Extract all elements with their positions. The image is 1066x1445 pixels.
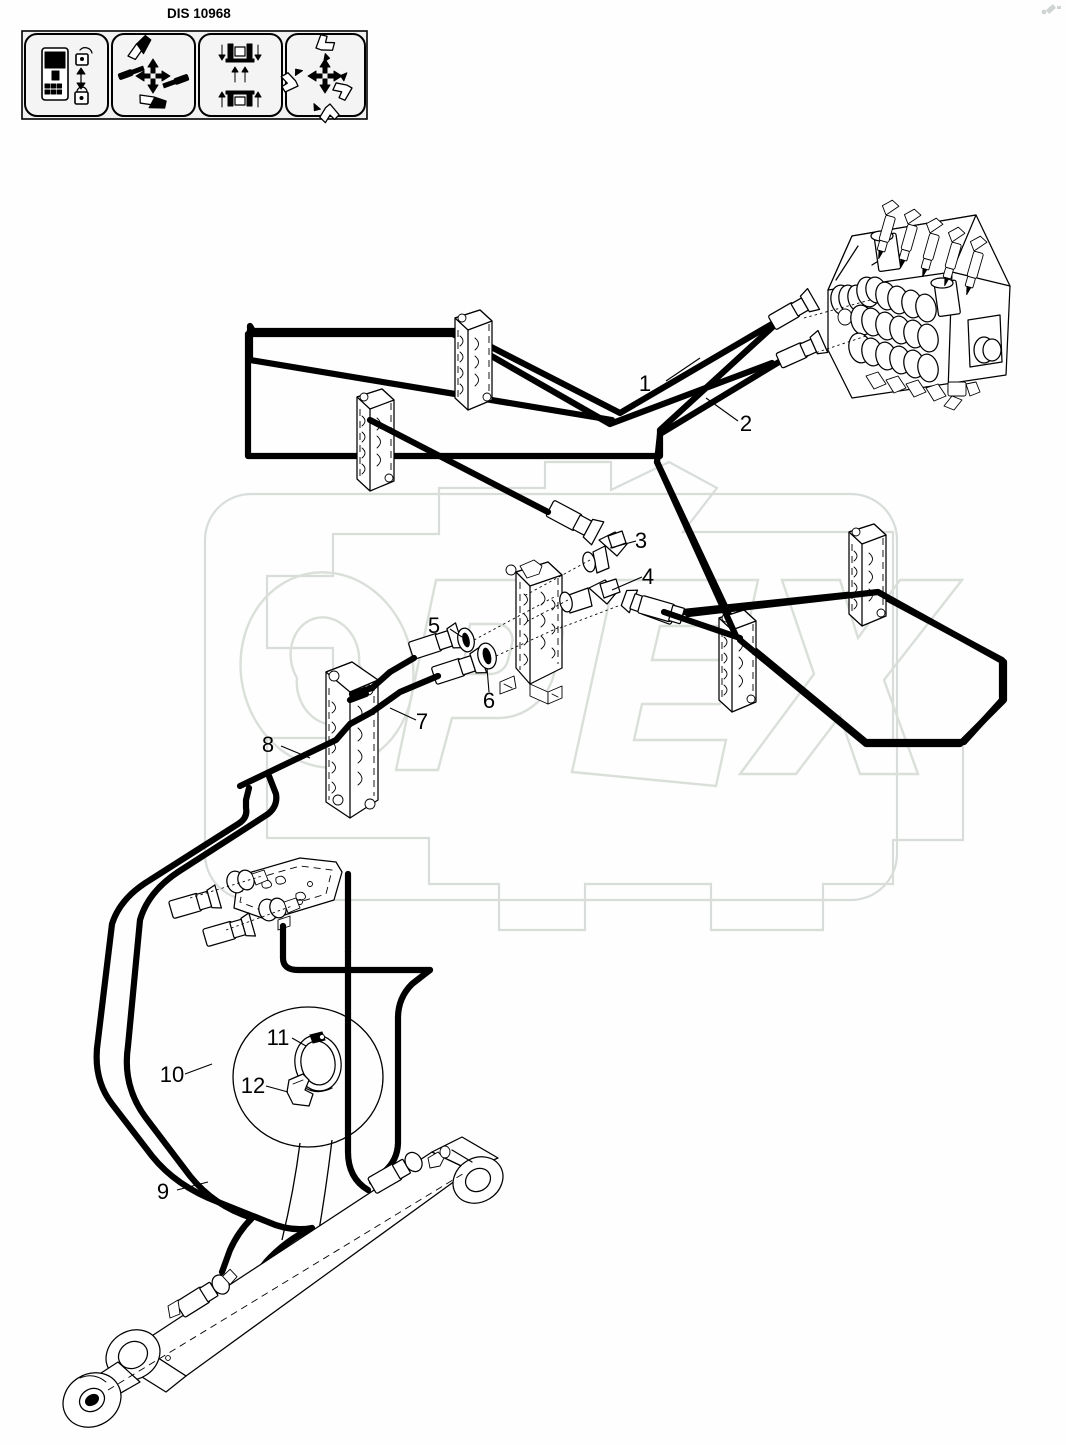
coupler-fitting-valve-1 [768,287,821,330]
callout-10: 10 [160,1062,184,1087]
cylinder-port-fitting-rod [175,1268,238,1318]
page-title: DIS 10968 [167,6,231,21]
callout-8: 8 [262,732,274,757]
panel-1-control-keypad-lock-icon[interactable] [24,33,109,117]
hose-clamp-block-center-right [718,609,757,713]
hose-clamp-ring [294,1031,342,1093]
nut-fitting-6 [477,642,497,670]
hose-clamp-block-right-upper [848,523,887,627]
corner-mark-icon [1041,4,1061,15]
manifold-fitting-upper [226,869,269,894]
hose-clamp-block-center-left [325,661,379,819]
nut-fitting-5 [457,627,475,653]
callout-12: 12 [241,1073,265,1098]
leader-line-group [176,357,739,1191]
hose-clamp-block-upper-mid [454,309,493,411]
coupler-fitting-mid-upper [545,500,605,546]
elbow-fitting-4 [559,578,621,614]
callout-7: 7 [416,709,428,734]
coupler-fitting-valve-2 [775,329,829,369]
header-icon-panel-group [21,30,368,124]
hose-2-right-loop [653,458,1008,748]
panel-4-boom-movement-icon[interactable] [277,31,366,124]
manifold-plate [226,857,343,931]
clamp-bracket-clip [286,1073,314,1107]
mounting-bracket-plate [499,559,563,705]
mid-hose-group [236,416,744,790]
cylinder-port-fitting-base [367,1151,423,1194]
lower-hose-group [93,772,434,1233]
callout-9: 9 [157,1179,169,1204]
callout-3: 3 [635,528,647,553]
hydraulic-cylinder [62,1136,504,1428]
callout-2: 2 [740,411,752,436]
panel-2-tool-attachment-icon[interactable] [111,33,196,117]
cylinder-port-elbow-rod [167,1299,181,1319]
callout-4: 4 [642,564,654,589]
callout-11: 11 [267,1025,290,1050]
hose-clamp-block-upper-left [356,388,395,492]
control-valve-block [827,199,1011,411]
callout-5: 5 [428,613,440,638]
callout-6: 6 [483,688,495,713]
assembly-reference-lines [189,299,871,931]
elbow-fitting-3 [582,530,628,574]
cylinder-port-elbow-base [427,1145,451,1169]
panel-3-stabilizer-arrows-icon[interactable] [198,33,283,117]
callout-1: 1 [639,371,651,396]
hose-loop-upper-left [246,326,616,424]
coupler-manifold-a [168,884,223,919]
